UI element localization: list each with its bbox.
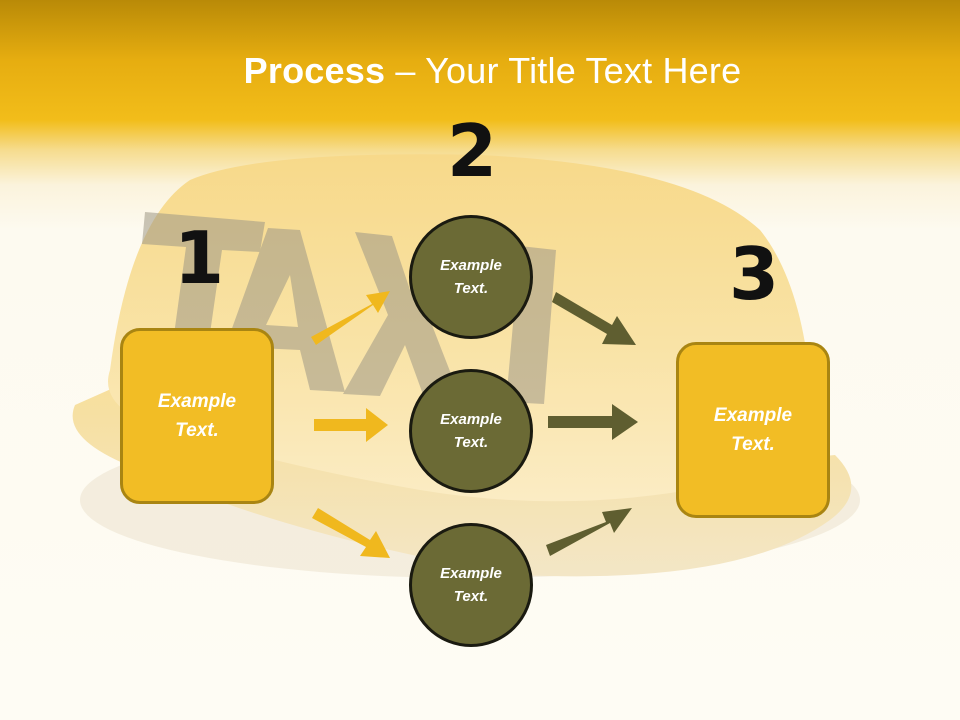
slide-title: Process – Your Title Text Here xyxy=(0,50,960,92)
arrow-yellow-middle xyxy=(314,408,388,442)
arrow-olive-up xyxy=(546,508,632,556)
circle-middle-label: Example Text. xyxy=(440,411,502,451)
circle-bottom-label: Example Text. xyxy=(440,565,502,605)
arrow-olive-middle xyxy=(548,404,638,440)
right-box-label: Example Text. xyxy=(713,405,793,455)
left-box-label: Example Text. xyxy=(157,391,237,441)
arrow-yellow-up xyxy=(311,291,390,345)
arrow-olive-down xyxy=(552,292,636,345)
arrow-yellow-down xyxy=(312,508,390,558)
circle-top-label: Example Text. xyxy=(440,257,502,297)
title-bold: Process xyxy=(243,50,386,91)
left-box[interactable]: Example Text. xyxy=(120,328,274,504)
circle-bottom[interactable]: Example Text. xyxy=(409,523,533,647)
step-number-2: 2 xyxy=(446,109,498,193)
right-box[interactable]: Example Text. xyxy=(676,342,830,518)
circle-top[interactable]: Example Text. xyxy=(409,215,533,339)
circle-middle[interactable]: Example Text. xyxy=(409,369,533,493)
title-rest: – Your Title Text Here xyxy=(385,50,742,91)
step-number-1: 1 xyxy=(173,216,225,300)
step-number-3: 3 xyxy=(728,232,780,316)
